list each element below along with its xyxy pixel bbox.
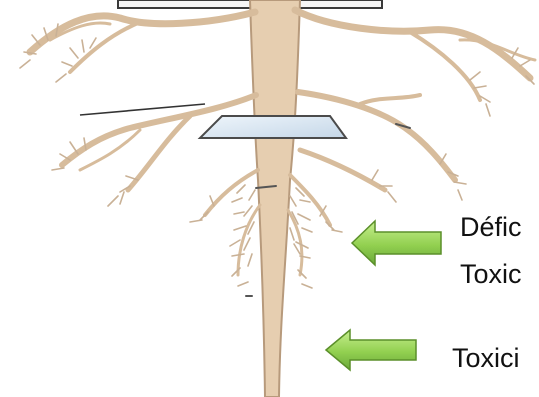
label-toxicity-lower: Toxici — [452, 345, 520, 372]
cross-section-plate — [200, 116, 346, 138]
green-left-arrow-upper — [352, 221, 441, 265]
label-deficiency: Défic — [460, 214, 522, 241]
label-toxicity-upper: Toxic — [460, 261, 522, 288]
taproot — [250, 0, 300, 397]
green-left-arrow-lower — [326, 330, 416, 370]
